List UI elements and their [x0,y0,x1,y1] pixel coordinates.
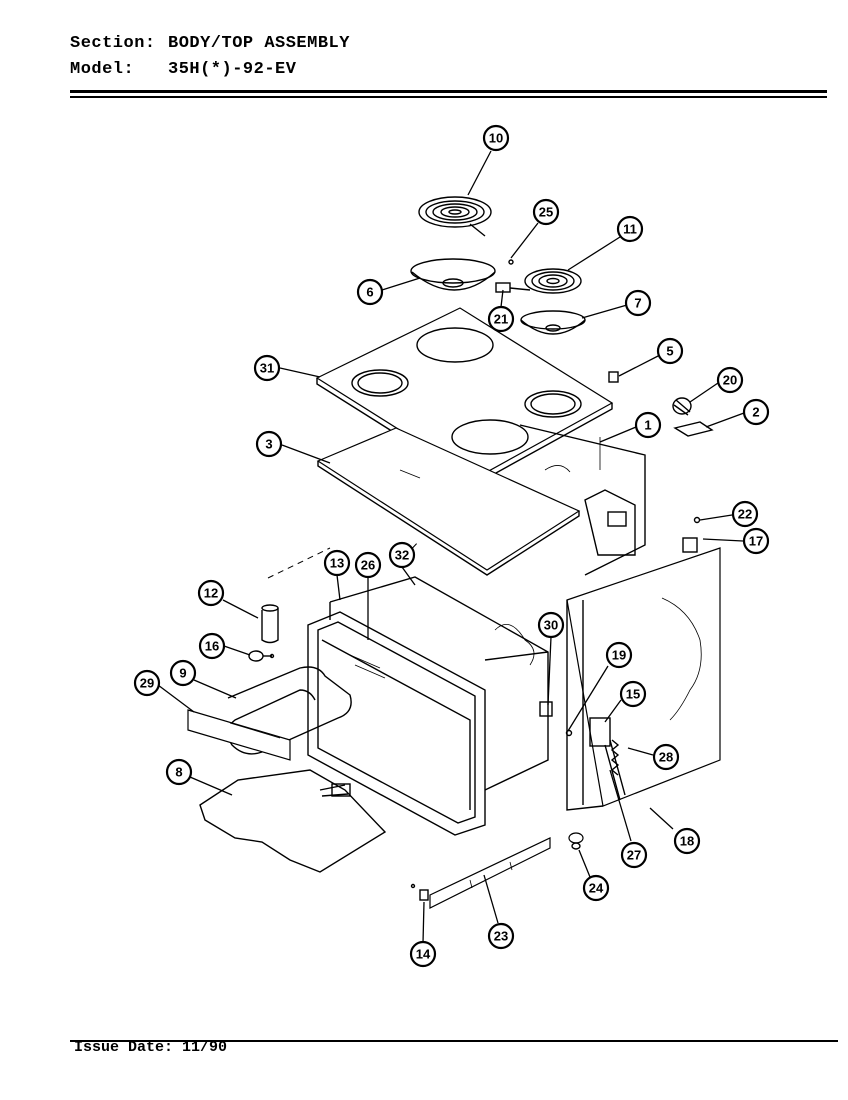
callout-7: 7 [624,289,652,317]
kick-plate [429,837,551,909]
callout-18: 18 [673,827,701,855]
svg-text:6: 6 [366,285,373,300]
door-hinge-assembly [539,701,626,801]
bake-element [227,666,352,755]
svg-text:31: 31 [260,361,274,376]
header-rule-bottom [70,96,827,98]
section-header: Section: BODY/TOP ASSEMBLY [70,34,350,53]
surface-element-large [418,196,492,237]
insulation-panel [316,427,581,576]
issue-date: Issue Date: 11/90 [74,1039,228,1056]
svg-text:2: 2 [752,405,759,420]
svg-text:28: 28 [659,750,673,765]
model-header: Model: 35H(*)-92-EV [70,60,296,79]
svg-text:7: 7 [634,296,641,311]
callout-8: 8 [165,758,193,786]
footer-rule [70,1040,838,1042]
svg-text:11: 11 [623,222,637,237]
svg-text:1: 1 [644,418,651,433]
svg-text:19: 19 [612,648,626,663]
clip-part [608,371,619,383]
oven-knob-part [248,650,275,662]
callout-21: 21 [487,305,515,333]
surface-element-small [524,268,582,294]
oven-liner [329,576,549,791]
callout-1: 1 [634,411,662,439]
callout-32: 32 [388,541,416,569]
svg-text:5: 5 [666,344,673,359]
side-panel [566,516,721,811]
svg-text:32: 32 [395,548,409,563]
callout-30: 30 [537,611,565,639]
guide-line-left [267,547,331,579]
svg-text:23: 23 [494,929,508,944]
svg-text:15: 15 [626,687,640,702]
callout-10: 10 [482,124,510,152]
svg-text:20: 20 [723,373,737,388]
callout-17: 17 [742,527,770,555]
svg-text:12: 12 [204,586,218,601]
callout-11: 11 [616,215,644,243]
switch-knob-part [672,397,692,416]
callout-15: 15 [619,680,647,708]
bracket-part [673,421,714,437]
svg-text:8: 8 [175,765,182,780]
callout-12: 12 [197,579,225,607]
leveling-foot [568,832,584,850]
callout-14: 14 [409,940,437,968]
section-label: Section: [70,34,156,53]
svg-text:25: 25 [539,205,553,220]
callout-22: 22 [731,500,759,528]
callout-29: 29 [133,669,161,697]
svg-text:9: 9 [179,666,186,681]
callout-20: 20 [716,366,744,394]
callout-9: 9 [169,659,197,687]
callout-25: 25 [532,198,560,226]
screw-clip [410,883,429,901]
callout-31: 31 [253,354,281,382]
svg-text:10: 10 [489,131,503,146]
vent-tube [261,604,279,644]
svg-text:24: 24 [589,881,604,896]
drip-bowl-large [410,258,496,291]
svg-text:16: 16 [205,639,219,654]
oven-front-frame [307,611,486,836]
svg-text:29: 29 [140,676,154,691]
drip-bowl-small [520,310,586,335]
callout-2: 2 [742,398,770,426]
terminal-block [495,259,531,293]
svg-text:22: 22 [738,507,752,522]
model-label: Model: [70,60,135,79]
callout-19: 19 [605,641,633,669]
svg-text:13: 13 [330,556,344,571]
callout-24: 24 [582,874,610,902]
callout-16: 16 [198,632,226,660]
broil-element [199,769,387,873]
section-title: BODY/TOP ASSEMBLY [168,34,350,53]
callout-5: 5 [656,337,684,365]
svg-text:18: 18 [680,834,694,849]
svg-text:26: 26 [361,558,375,573]
svg-text:3: 3 [265,437,272,452]
svg-text:17: 17 [749,534,763,549]
burner-strip [187,709,291,761]
svg-text:14: 14 [416,947,431,962]
callout-13: 13 [323,549,351,577]
svg-text:30: 30 [544,618,558,633]
callout-3: 3 [255,430,283,458]
header-rule-top [70,90,827,93]
callout-6: 6 [356,278,384,306]
svg-text:21: 21 [494,312,508,327]
callout-28: 28 [652,743,680,771]
model-number: 35H(*)-92-EV [168,60,297,79]
svg-text:27: 27 [627,848,641,863]
cabinet-body [519,424,646,576]
callout-27: 27 [620,841,648,869]
callout-23: 23 [487,922,515,950]
callout-26: 26 [354,551,382,579]
